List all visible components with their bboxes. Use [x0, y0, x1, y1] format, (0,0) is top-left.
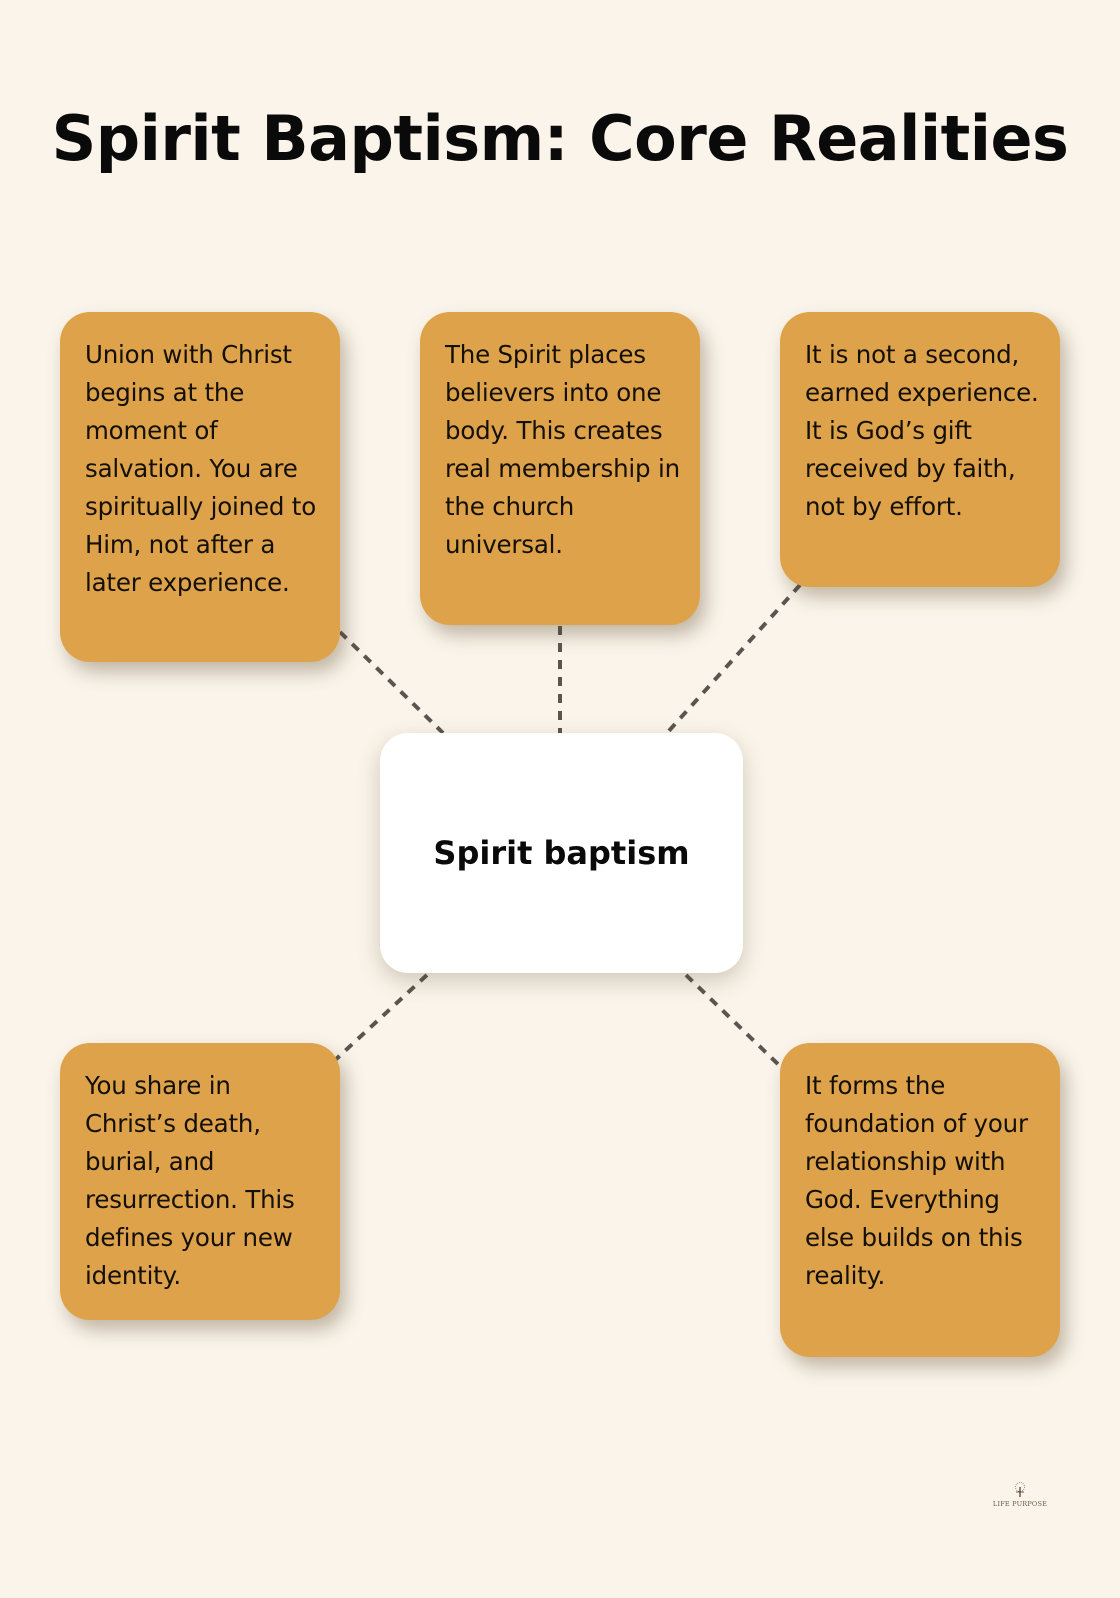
card-text: It forms the foundation of your relation…	[805, 1071, 1028, 1290]
card-foundation: It forms the foundation of your relation…	[780, 1043, 1060, 1357]
connector-foundation	[684, 973, 786, 1072]
brand-name: LIFE PURPOSE	[992, 1500, 1048, 1508]
connector-union	[338, 630, 445, 735]
card-body: The Spirit places believers into one bod…	[420, 312, 700, 625]
center-node: Spirit baptism	[380, 733, 743, 973]
center-label: Spirit baptism	[433, 834, 690, 872]
connector-identity	[331, 972, 430, 1064]
page-title: Spirit Baptism: Core Realities	[51, 102, 1069, 175]
card-text: The Spirit places believers into one bod…	[445, 340, 680, 559]
card-text: Union with Christ begins at the moment o…	[85, 340, 316, 597]
card-identity: You share in Christ’s death, burial, and…	[60, 1043, 340, 1320]
tree-icon	[990, 1482, 1050, 1500]
card-text: You share in Christ’s death, burial, and…	[85, 1071, 295, 1290]
card-text: It is not a second, earned experience. I…	[805, 340, 1039, 521]
brand-logo: LIFE PURPOSE	[990, 1482, 1050, 1508]
card-gift: It is not a second, earned experience. I…	[780, 312, 1060, 587]
card-union: Union with Christ begins at the moment o…	[60, 312, 340, 662]
